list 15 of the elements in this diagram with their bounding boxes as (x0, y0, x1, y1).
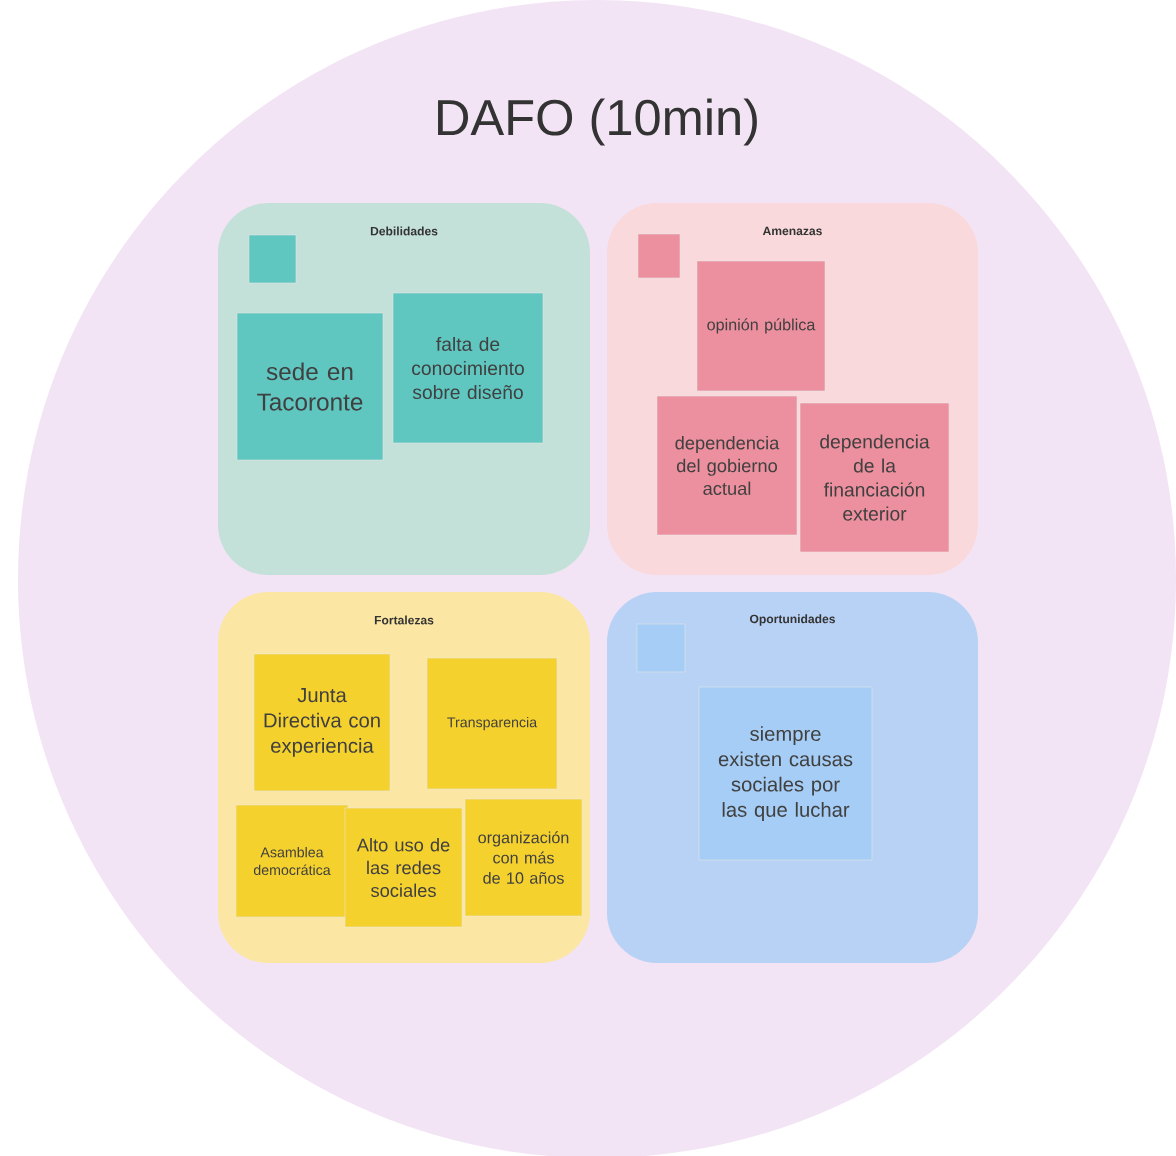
sticky-note (637, 233, 681, 279)
sticky-note: dependencia de la financiación exterior (799, 402, 950, 553)
sticky-note: opinión pública (696, 260, 826, 392)
sticky-note: Junta Directiva con experiencia (253, 653, 391, 792)
sticky-note: dependencia del gobierno actual (656, 395, 798, 536)
sticky-note: Alto uso de las redes sociales (344, 807, 463, 928)
sticky-note (248, 234, 297, 284)
sticky-note: Asamblea democrática (235, 804, 349, 918)
title: DAFO (10min) (438, 98, 757, 146)
sticky-note: organización con más de 10 años (464, 798, 583, 917)
sticky-note: Transparencia (426, 657, 558, 790)
sticky-note (636, 623, 686, 673)
sticky-note: falta de conocimiento sobre diseño (392, 292, 544, 444)
sticky-note: siempre existen causas sociales por las que luchar (698, 686, 873, 861)
sticky-note: sede en Tacoronte (236, 312, 384, 461)
